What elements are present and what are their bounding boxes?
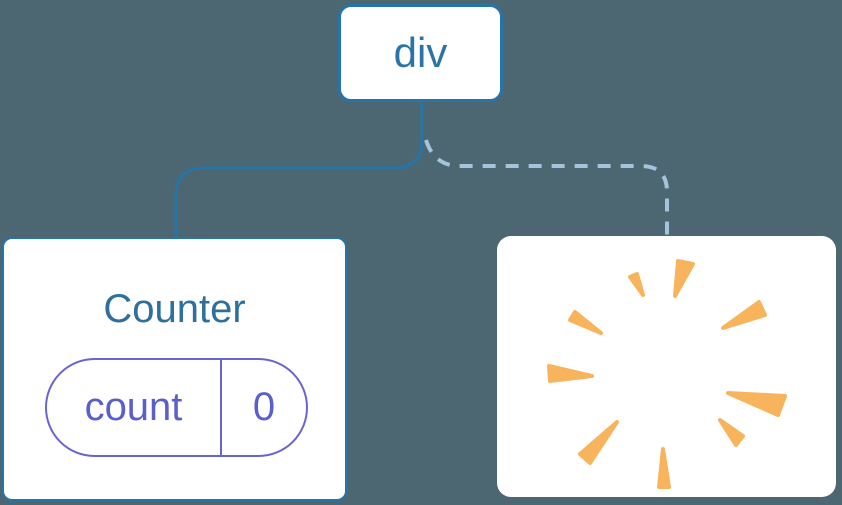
counter-node: Counter count 0 [2, 237, 347, 501]
poof-ray [721, 300, 767, 330]
edge-div-to-counter [174, 101, 424, 238]
poof-ray [718, 418, 745, 447]
state-pill-value: 0 [252, 385, 276, 429]
counter-node-title: Counter [103, 287, 246, 331]
poof-ray [547, 364, 594, 383]
poof-ray [657, 447, 671, 489]
poof-ray [673, 259, 695, 298]
poof-ray [578, 420, 619, 465]
poof-ray [726, 391, 787, 417]
removed-node [497, 236, 836, 497]
poof-ray [568, 310, 603, 335]
edge-div-to-removed [424, 139, 669, 237]
state-pill: count 0 [45, 358, 308, 457]
poof-ray [628, 272, 645, 297]
root-node-div: div [338, 4, 503, 102]
state-pill-key: count [47, 360, 222, 455]
root-node-label: div [393, 29, 448, 76]
poof-starburst-icon [547, 259, 787, 489]
